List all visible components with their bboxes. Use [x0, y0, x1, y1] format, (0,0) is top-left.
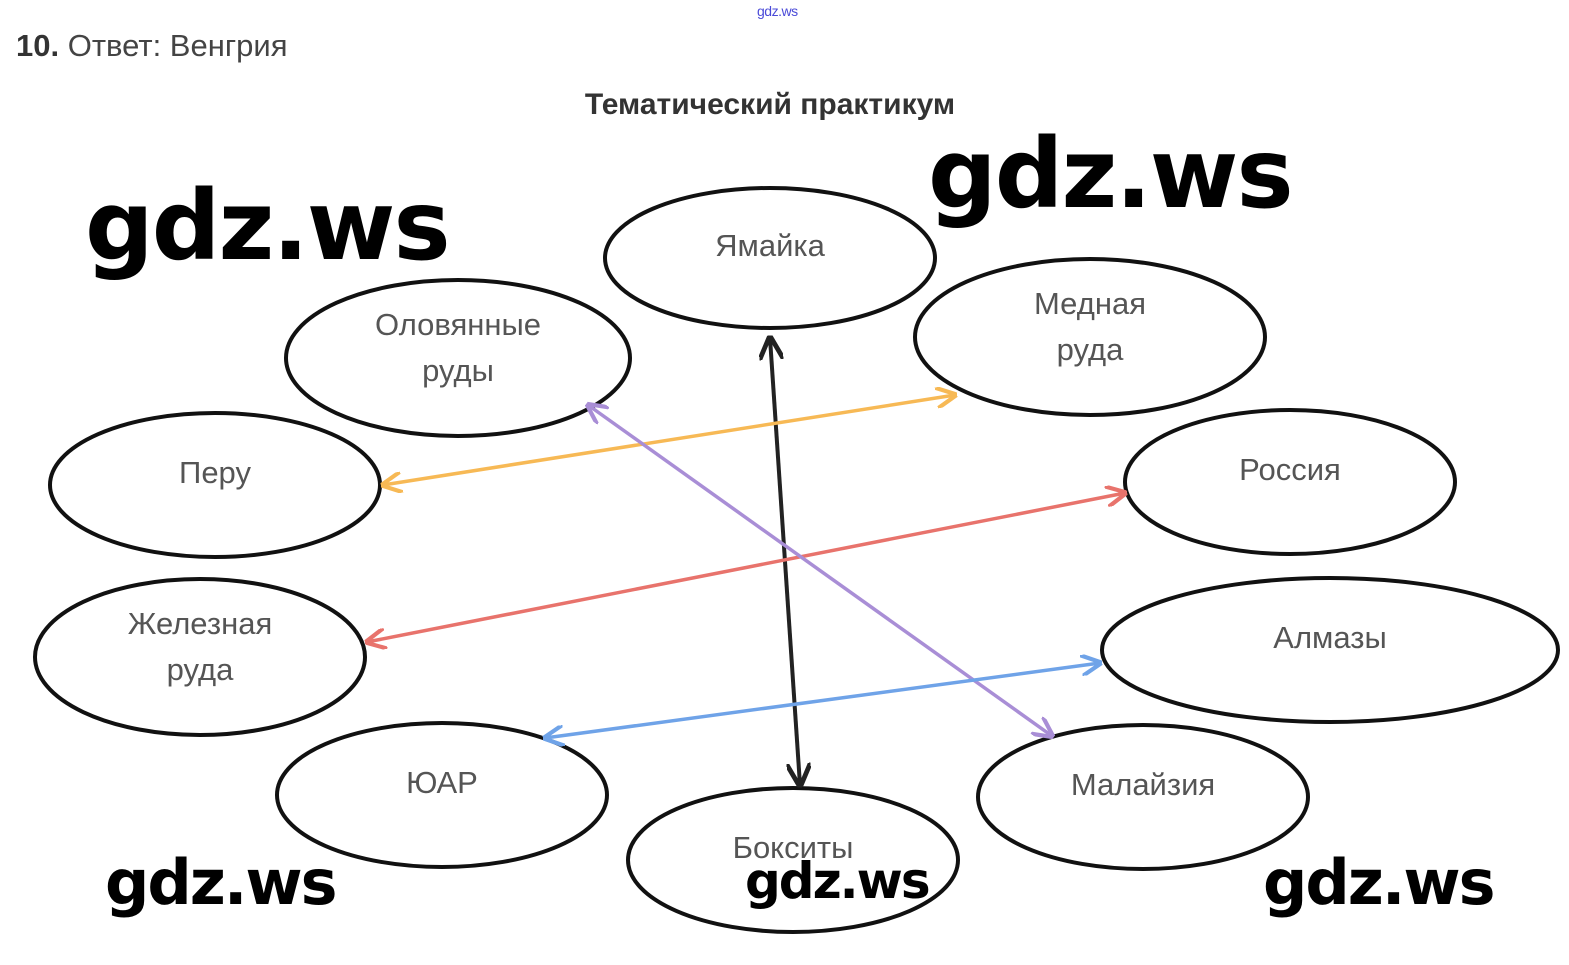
link-arrow-sar-diamonds — [545, 663, 1100, 738]
node-malaysia: Малайзия — [976, 723, 1310, 871]
node-label-line: руда — [1057, 332, 1124, 367]
node-label-line: Железная — [128, 606, 272, 641]
node-ellipse — [275, 721, 609, 869]
node-russia: Россия — [1123, 408, 1457, 556]
watermark-small: gdz.ws — [757, 3, 798, 19]
watermark: gdz.ws — [928, 118, 1294, 230]
node-label-line: Перу — [179, 455, 251, 490]
node-jamaica: Ямайка — [603, 186, 937, 330]
node-diamonds: Алмазы — [1100, 576, 1560, 724]
node-label-line: руды — [422, 353, 494, 388]
node-tin: Оловянные руды — [284, 278, 632, 438]
task-number: 10. — [16, 28, 60, 63]
watermark: gdz.ws — [105, 846, 338, 919]
node-label: Ямайка — [715, 228, 826, 263]
node-label: Перу — [179, 455, 251, 490]
node-label: Малайзия — [1071, 767, 1215, 802]
node-sar: ЮАР — [275, 721, 609, 869]
node-label-line: Алмазы — [1273, 620, 1386, 655]
node-ellipse — [976, 723, 1310, 871]
node-copper: Медная руда — [913, 257, 1267, 417]
node-label-line: Бокситы — [733, 830, 854, 865]
section-title: Тематический практикум — [584, 88, 956, 121]
node-label: Бокситы — [733, 830, 854, 865]
node-label-line: Медная — [1034, 286, 1146, 321]
node-label-line: Малайзия — [1071, 767, 1215, 802]
node-label: ЮАР — [406, 765, 478, 800]
node-iron: Железная руда — [33, 577, 367, 737]
watermark: gdz.ws — [85, 170, 451, 282]
node-label-line: Ямайка — [715, 228, 826, 263]
node-label-line: Россия — [1239, 452, 1341, 487]
node-label-line: Оловянные — [375, 307, 541, 342]
node-label: Оловянные руды — [375, 307, 541, 388]
node-peru: Перу — [48, 411, 382, 559]
watermark: gdz.ws — [1263, 846, 1496, 919]
link-arrow-tin-malaysia — [588, 405, 1052, 736]
node-label: Россия — [1239, 452, 1341, 487]
node-label: Медная руда — [1034, 286, 1146, 367]
node-label: Алмазы — [1273, 620, 1386, 655]
watermark: gdz.ws — [745, 852, 931, 910]
node-ellipse — [33, 577, 367, 737]
answer-line: 10. Ответ: Венгрия — [16, 28, 288, 64]
answer-text: Ответ: Венгрия — [67, 28, 288, 63]
node-label-line: руда — [167, 652, 234, 687]
link-arrow-iron-russia — [367, 493, 1125, 642]
node-label-line: ЮАР — [406, 765, 478, 800]
node-ellipse — [603, 186, 937, 330]
node-ellipse — [913, 257, 1267, 417]
node-ellipse — [1123, 408, 1457, 556]
node-label: Железная руда — [128, 606, 272, 687]
